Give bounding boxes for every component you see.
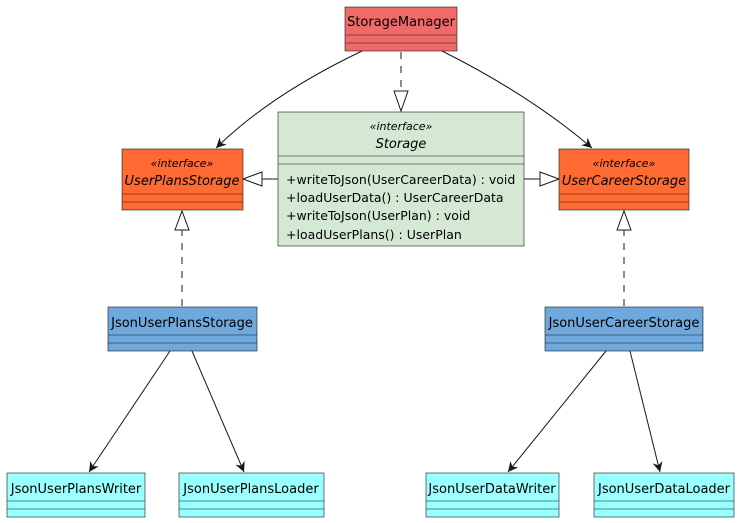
class-name: Storage	[376, 137, 427, 152]
class-usercareerstorage: «interface» UserCareerStorage	[558, 148, 690, 211]
class-jsonuserplansloader: JsonUserPlansLoader	[178, 472, 325, 518]
method-item: +loadUserData() : UserCareerData	[286, 190, 504, 205]
class-name: JsonUserPlansStorage	[110, 316, 253, 331]
edge-jsonplans-to-loader	[191, 350, 245, 473]
method-item: +loadUserPlans() : UserPlan	[286, 227, 462, 242]
method-item: +writeToJson(UserCareerData) : void	[286, 172, 515, 187]
class-storagemanager: StorageManager	[344, 6, 458, 52]
class-name: JsonUserCareerStorage	[548, 316, 700, 331]
edge-manager-to-usercareerstorage	[441, 50, 593, 149]
class-name: JsonUserDataLoader	[597, 482, 731, 497]
generalization-arrowhead-userplans	[241, 171, 263, 187]
class-jsonuserplansstorage: JsonUserPlansStorage	[107, 306, 258, 352]
stereotype-label: «interface»	[370, 120, 433, 133]
realization-arrowhead-userplans	[174, 209, 190, 231]
class-jsonuserdataloader: JsonUserDataLoader	[593, 472, 735, 518]
edge-manager-to-userplansstorage	[215, 50, 363, 149]
edge-jsoncareer-to-loader	[629, 350, 663, 473]
class-storage: «interface» Storage +writeToJson(UserCar…	[277, 111, 525, 247]
generalization-arrowhead-usercareer	[539, 171, 561, 187]
class-name: StorageManager	[347, 15, 456, 30]
class-name: JsonUserPlansWriter	[10, 482, 142, 497]
class-name: UserPlansStorage	[125, 174, 240, 189]
class-name: UserCareerStorage	[562, 174, 686, 189]
method-item: +writeToJson(UserPlan) : void	[286, 208, 470, 223]
stereotype-label: «interface»	[151, 157, 214, 170]
class-name: JsonUserPlansLoader	[182, 482, 319, 497]
edge-jsoncareer-to-writer	[507, 350, 607, 473]
stereotype-label: «interface»	[593, 157, 656, 170]
class-userplansstorage: «interface» UserPlansStorage	[121, 148, 244, 211]
realization-arrowhead-usercareer	[616, 209, 632, 231]
realization-arrowhead-storage	[393, 90, 409, 113]
class-name: JsonUserDataWriter	[427, 482, 556, 497]
class-jsonusercareerstorage: JsonUserCareerStorage	[544, 306, 704, 352]
edge-jsonplans-to-writer	[88, 350, 171, 473]
class-jsonuserdatawriter: JsonUserDataWriter	[425, 472, 560, 518]
class-jsonuserplanswriter: JsonUserPlansWriter	[6, 472, 146, 518]
